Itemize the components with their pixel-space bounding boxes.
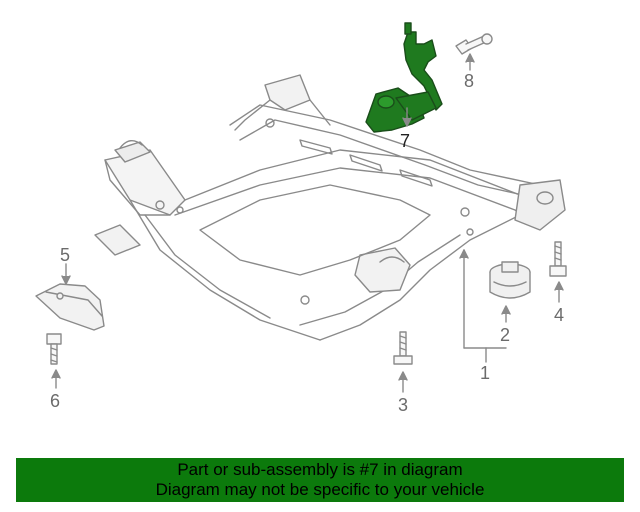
- callout-7: 7: [400, 131, 411, 151]
- banner-line-2: Diagram may not be specific to your vehi…: [155, 480, 485, 499]
- callout-8: 8: [464, 71, 475, 91]
- parts-diagram: [35, 22, 567, 393]
- mount-part-2: [489, 261, 531, 299]
- subframe-crossmember: [94, 74, 566, 341]
- bracket-part-5: [35, 283, 105, 331]
- callout-5: 5: [60, 245, 71, 265]
- ride-height-sensor-part-7[interactable]: [365, 22, 443, 133]
- callout-6: 6: [50, 391, 61, 411]
- bolt-part-6: [46, 333, 62, 365]
- bolt-part-8: [455, 33, 493, 55]
- bolt-part-4: [549, 241, 567, 277]
- banner-line-1: Part or sub-assembly is #7 in diagram: [177, 460, 463, 479]
- arrow-7: [402, 117, 412, 127]
- callout-3: 3: [398, 395, 409, 415]
- bolt-part-3: [393, 331, 413, 365]
- callout-4: 4: [554, 305, 565, 325]
- info-banner: Part or sub-assembly is #7 in diagram Di…: [16, 458, 624, 502]
- callout-1: 1: [480, 363, 491, 383]
- callout-2: 2: [500, 325, 511, 345]
- leader-line-1: [463, 249, 507, 363]
